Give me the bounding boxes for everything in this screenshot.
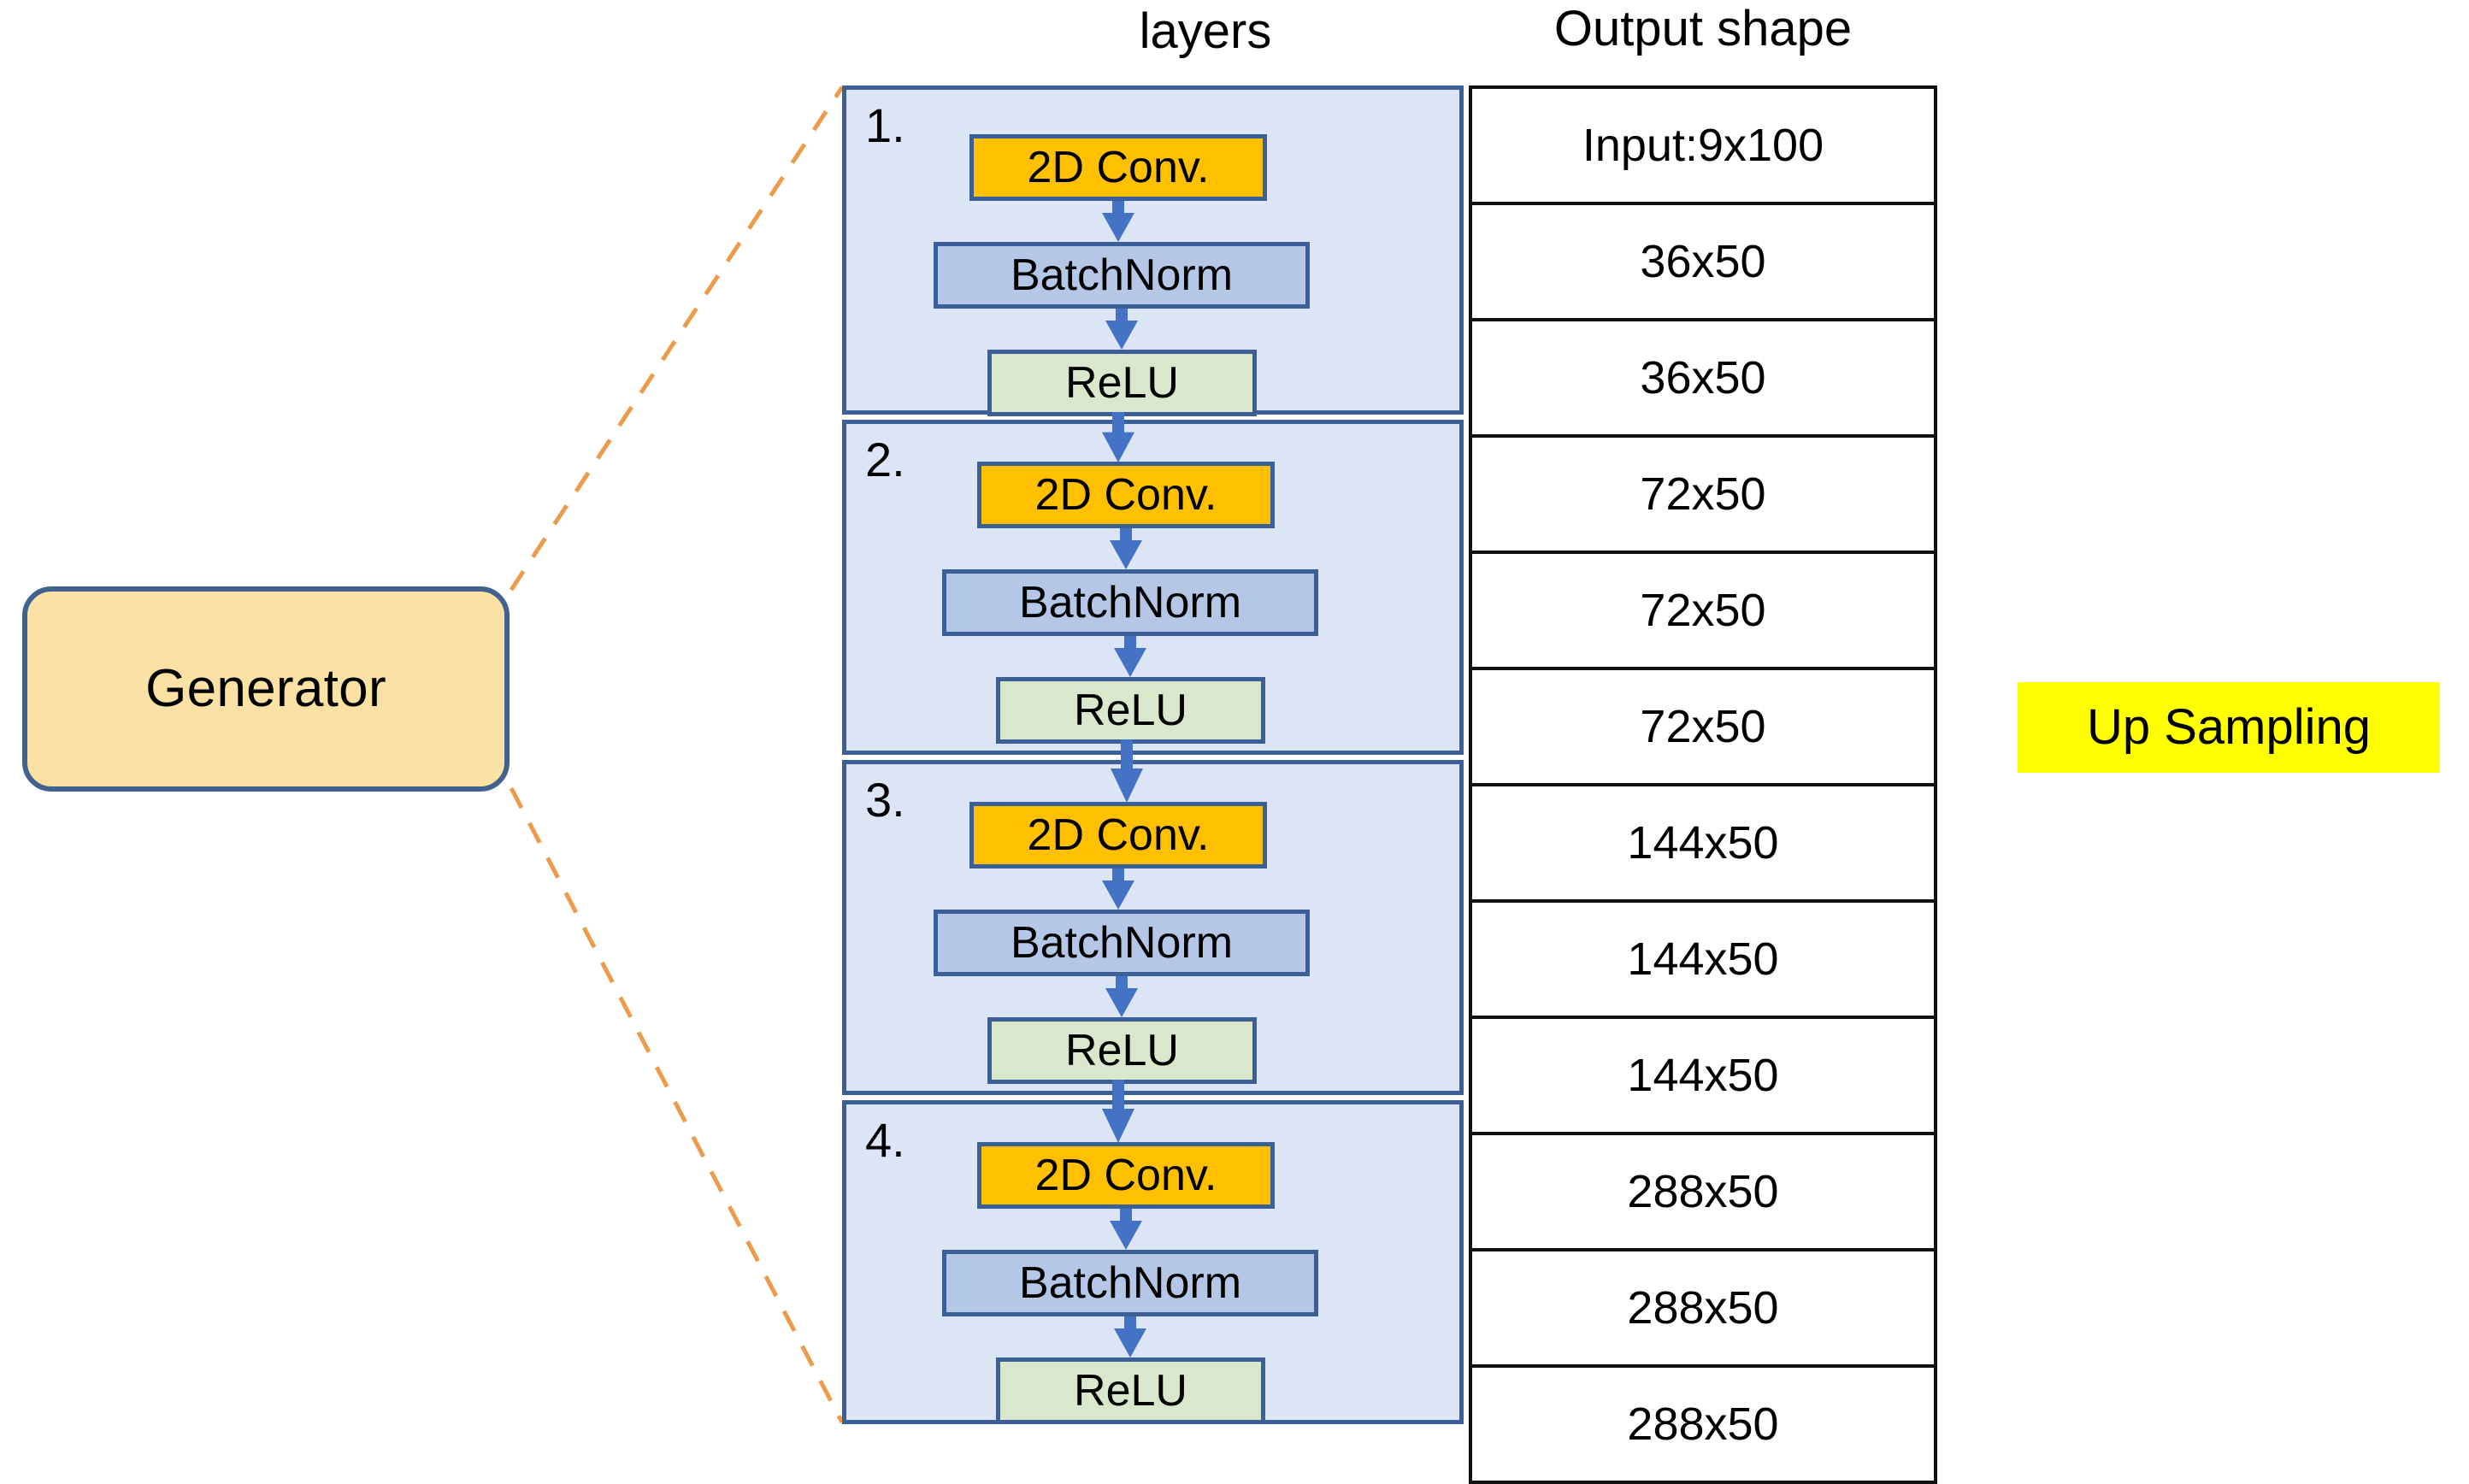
layer-2-relu-label: ReLU [1074, 686, 1187, 735]
output-shape-cell: 288x50 [1469, 1248, 1937, 1368]
output-shape-cell: 36x50 [1469, 202, 1937, 321]
output-shape-row: 72x50 [1469, 667, 1937, 786]
flow-arrow-3-1 [1102, 869, 1134, 910]
layer-1-batchnorm-node: BatchNorm [934, 242, 1310, 309]
output-shape-cell: 288x50 [1469, 1132, 1937, 1251]
layer-3-relu-label: ReLU [1065, 1026, 1179, 1075]
output-shape-cell: 144x50 [1469, 899, 1937, 1019]
layer-3-batchnorm-node: BatchNorm [934, 910, 1310, 976]
output-shape-cell: 72x50 [1469, 434, 1937, 554]
layer-1-conv-label: 2D Conv. [1027, 143, 1210, 192]
flow-arrow-3-2 [1105, 976, 1138, 1017]
output-shape-row: 36x50 [1469, 318, 1937, 438]
layers-column-header: layers [1139, 3, 1272, 59]
output-shape-cell: 36x50 [1469, 318, 1937, 438]
layer-4-batchnorm-node: BatchNorm [942, 1250, 1318, 1316]
flow-arrow-1-1 [1102, 201, 1134, 242]
layer-2-batchnorm-node: BatchNorm [942, 569, 1318, 636]
layer-1-conv-node: 2D Conv. [969, 134, 1267, 201]
flow-arrow-2-1 [1110, 528, 1142, 569]
layer-4-conv-label: 2D Conv. [1034, 1151, 1217, 1200]
layer-index-3: 3. [865, 773, 905, 827]
layer-4-relu-node: ReLU [996, 1357, 1265, 1424]
output-shape-cell: 72x50 [1469, 667, 1937, 786]
generator-label: Generator [145, 659, 386, 718]
output-shape-cell: 144x50 [1469, 783, 1937, 903]
output-shape-row: 288x50 [1469, 1132, 1937, 1251]
flow-arrow-4-1 [1110, 1209, 1142, 1250]
layer-1-batchnorm-label: BatchNorm [1010, 250, 1234, 300]
layer-4-conv-node: 2D Conv. [977, 1142, 1275, 1209]
layer-index-4: 4. [865, 1113, 905, 1167]
flow-arrow-2-2 [1114, 636, 1146, 677]
layer-4-relu-label: ReLU [1074, 1366, 1187, 1416]
output-shape-row: Input:9x100 [1469, 85, 1937, 205]
layer-3-conv-label: 2D Conv. [1027, 810, 1210, 860]
output-shape-row: 72x50 [1469, 434, 1937, 554]
connector-line-bottom [509, 786, 845, 1424]
generator-node[interactable]: Generator [22, 586, 510, 792]
output-shape-row: 144x50 [1469, 783, 1937, 903]
layer-3-conv-node: 2D Conv. [969, 802, 1267, 869]
layer-2-batchnorm-label: BatchNorm [1018, 578, 1242, 627]
up-sampling-annotation: Up Sampling [2018, 682, 2440, 773]
connector-line-top [509, 85, 845, 592]
layer-2-relu-node: ReLU [996, 677, 1265, 744]
output-shape-cell: Input:9x100 [1469, 85, 1937, 205]
layer-1-relu-label: ReLU [1065, 358, 1179, 408]
layer-2-conv-node: 2D Conv. [977, 462, 1275, 528]
output-shape-row: 144x50 [1469, 899, 1937, 1019]
output-shape-row: 36x50 [1469, 202, 1937, 321]
layer-2-conv-label: 2D Conv. [1034, 470, 1217, 520]
output-shape-row: 144x50 [1469, 1016, 1937, 1135]
layer-3-relu-node: ReLU [987, 1017, 1257, 1084]
up-sampling-label: Up Sampling [2086, 699, 2372, 755]
output-shape-row: 72x50 [1469, 551, 1937, 670]
output-shape-column-header: Output shape [1553, 1, 1853, 56]
output-shape-row: 288x50 [1469, 1364, 1937, 1484]
layer-index-1: 1. [865, 98, 905, 152]
output-shape-row: 288x50 [1469, 1248, 1937, 1368]
layer-index-2: 2. [865, 433, 905, 486]
flow-arrow-4-2 [1114, 1316, 1146, 1357]
output-shape-cell: 144x50 [1469, 1016, 1937, 1135]
output-shape-cell: 288x50 [1469, 1364, 1937, 1484]
output-shape-cell: 72x50 [1469, 551, 1937, 670]
flow-arrow-1-2 [1105, 309, 1138, 350]
layer-1-relu-node: ReLU [987, 350, 1257, 416]
layer-4-batchnorm-label: BatchNorm [1018, 1258, 1242, 1308]
layer-3-batchnorm-label: BatchNorm [1010, 918, 1234, 968]
